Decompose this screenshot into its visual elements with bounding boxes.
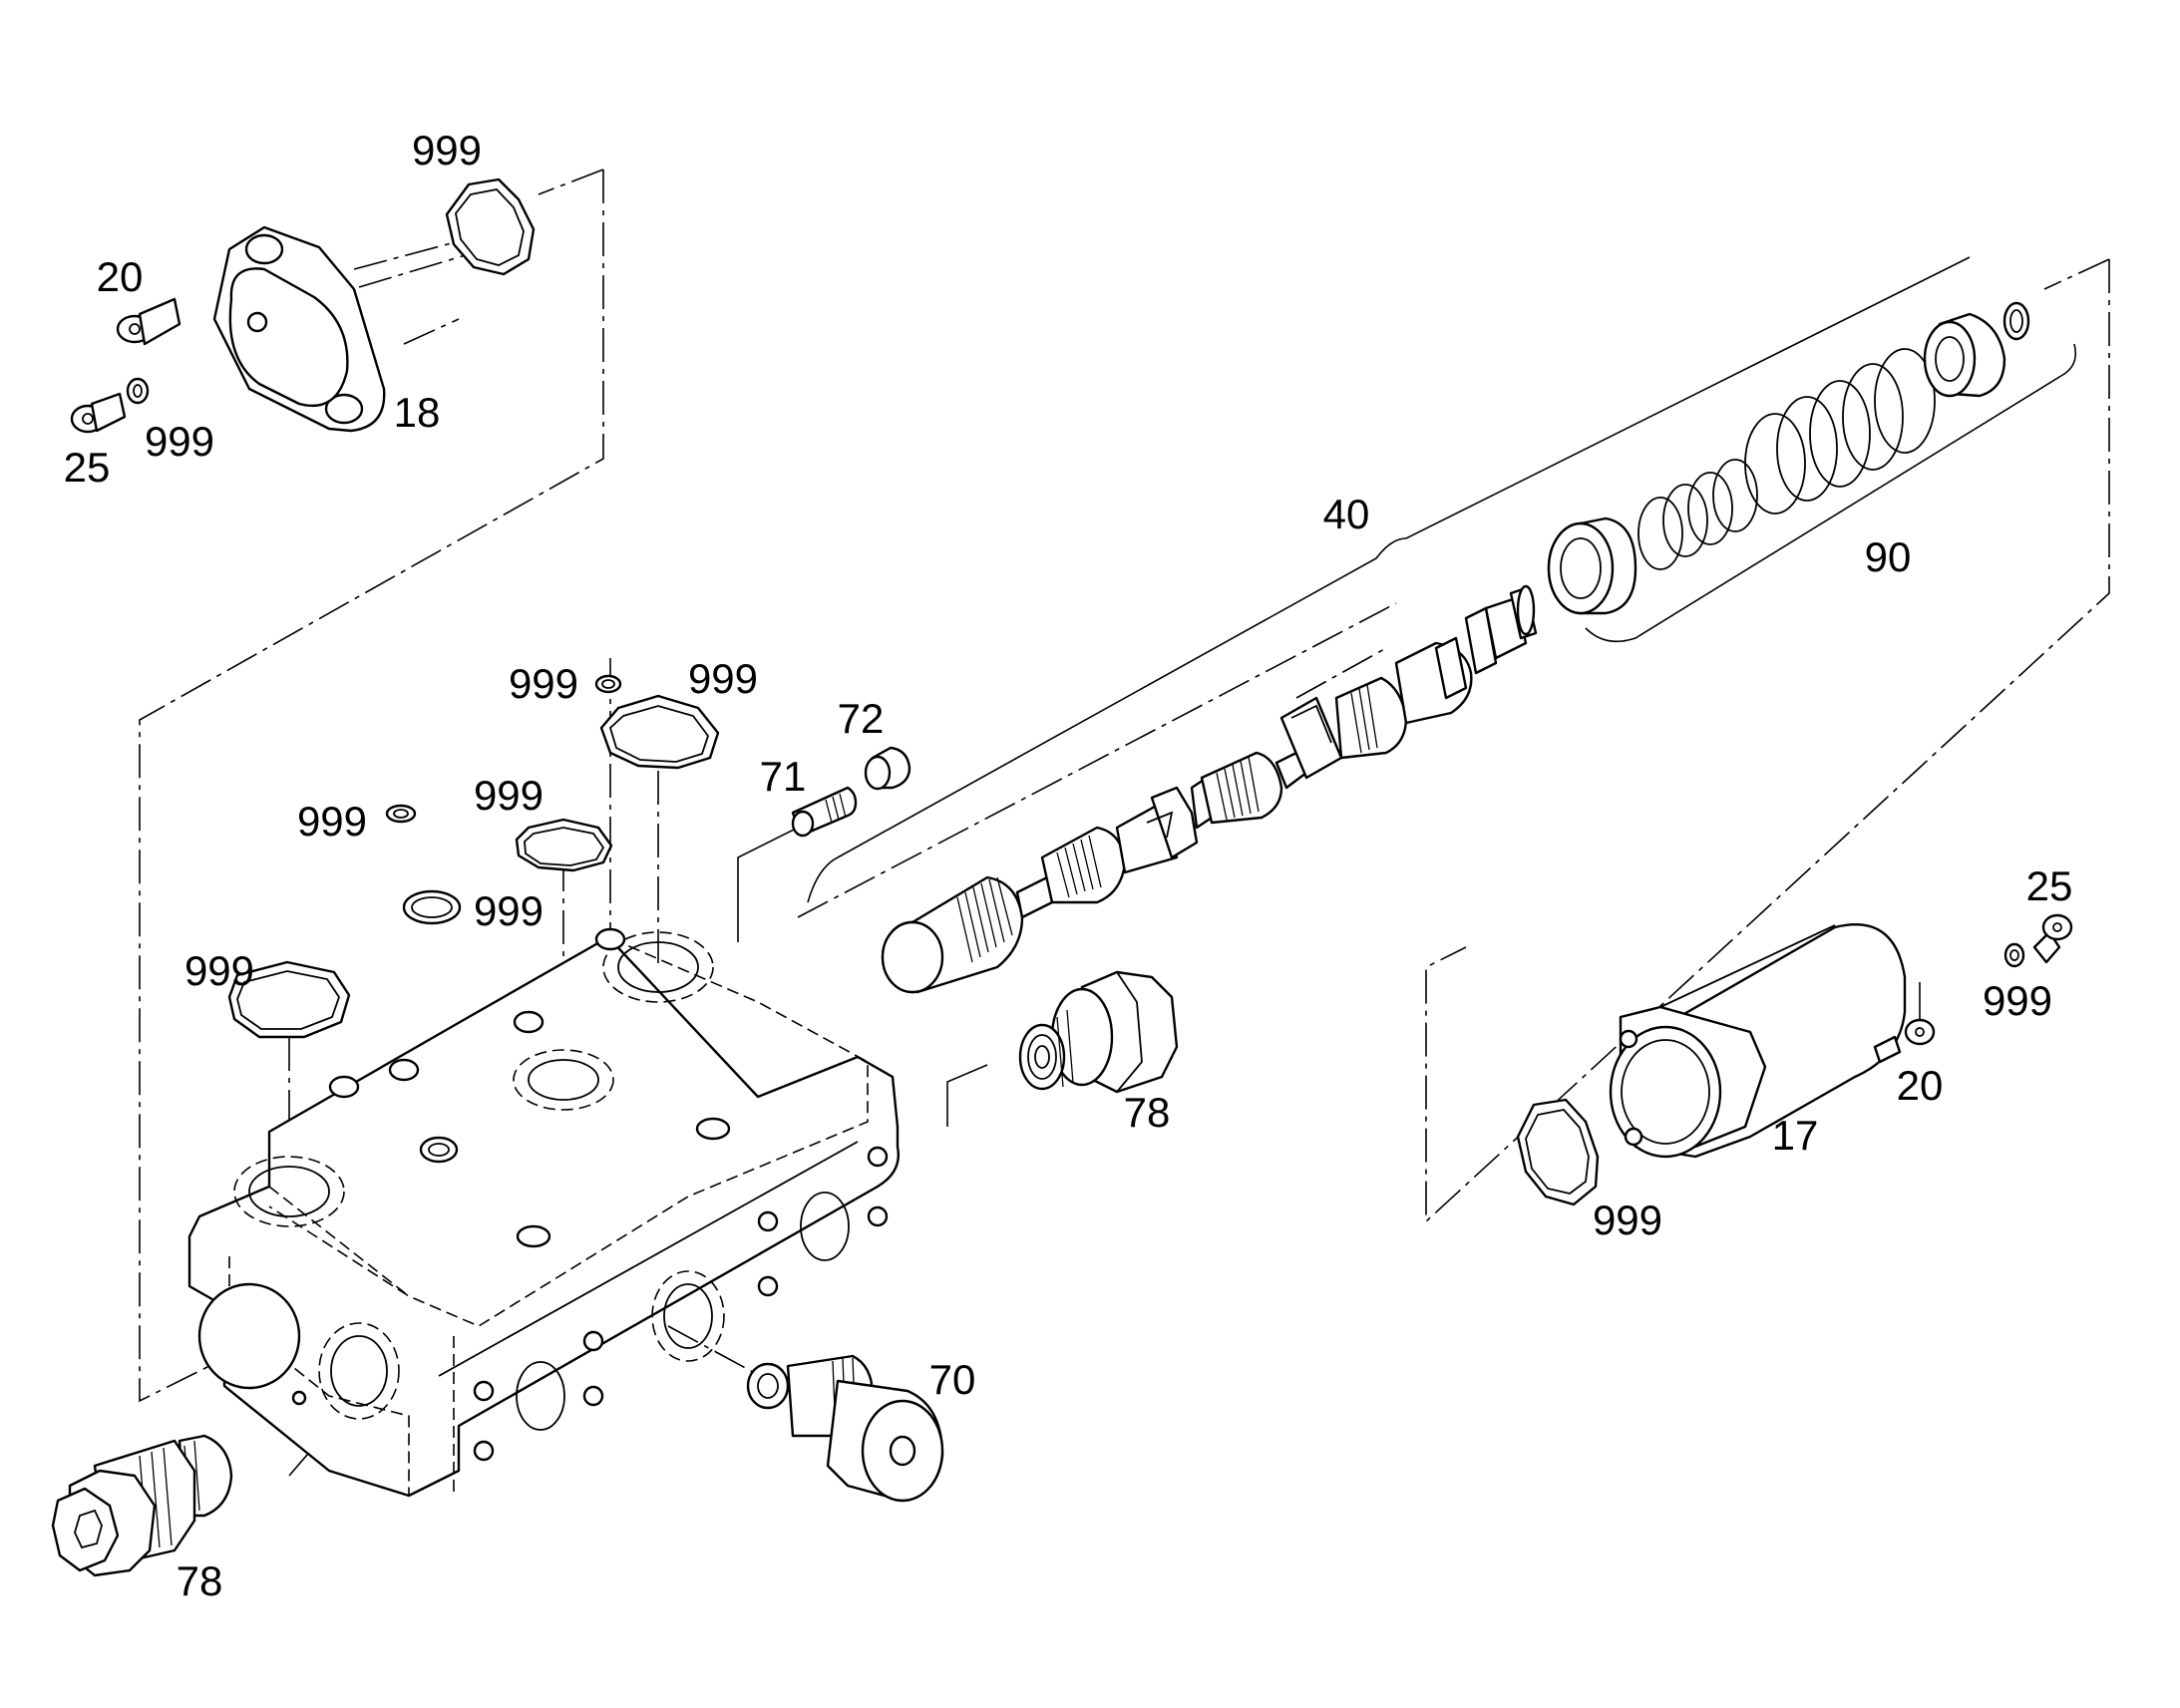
label-17: 17 (1772, 1112, 1819, 1159)
label-25-left: 25 (64, 444, 111, 491)
label-999-c: 999 (297, 798, 367, 845)
callout-labels: 999 20 25 999 18 40 90 999 999 72 71 999… (64, 127, 2073, 1604)
label-999-washer-right: 999 (1983, 977, 2052, 1024)
relief-valve-70 (746, 1354, 944, 1503)
label-25-right: 25 (2026, 862, 2073, 909)
label-999-a: 999 (509, 660, 578, 707)
seal-ring-90 (2002, 301, 2030, 341)
label-20-right: 20 (1897, 1062, 1944, 1109)
label-999-right-seal: 999 (1593, 1196, 1662, 1243)
valve-spool-40 (881, 584, 1538, 994)
end-cover-18 (212, 225, 386, 433)
cap-screw-20-right (1873, 1018, 1936, 1064)
valve-body (187, 927, 900, 1498)
label-40: 40 (1323, 491, 1370, 537)
label-999-washer-left: 999 (145, 418, 214, 465)
label-70: 70 (929, 1356, 976, 1403)
seal-rings-999 (227, 674, 720, 1039)
label-78-bottom: 78 (177, 1557, 223, 1604)
label-999-f: 999 (184, 947, 254, 994)
plug-72 (864, 746, 911, 791)
spring-seat-90 (1547, 516, 1637, 615)
label-18: 18 (394, 389, 441, 436)
check-valve-78-bottom (51, 1434, 233, 1577)
washer-999-right (2003, 942, 2025, 968)
label-90: 90 (1865, 533, 1912, 580)
outer-spring-90 (1744, 348, 1936, 514)
label-999-e: 999 (474, 887, 544, 934)
label-999-cover-seal: 999 (412, 127, 482, 173)
label-71: 71 (760, 753, 807, 800)
cover-seal-ring-999 (445, 177, 536, 276)
label-999-d: 999 (474, 772, 544, 819)
cap-screw-20-left (116, 297, 182, 346)
check-valve-78-middle (1018, 970, 1179, 1094)
cap-screw-25-left (70, 392, 127, 434)
inner-spring-90 (1637, 459, 1758, 570)
label-20-left: 20 (97, 253, 144, 300)
washer-999-left (126, 377, 150, 405)
orifice-71 (791, 786, 858, 838)
spring-collar-90 (1923, 312, 2006, 398)
end-cap-seal-999 (1516, 1098, 1600, 1206)
cap-screw-25-right (2032, 913, 2073, 964)
label-72: 72 (838, 695, 885, 742)
end-cap-housing-17 (1609, 922, 1907, 1159)
label-999-b: 999 (688, 655, 758, 702)
label-78-middle: 78 (1124, 1089, 1171, 1136)
